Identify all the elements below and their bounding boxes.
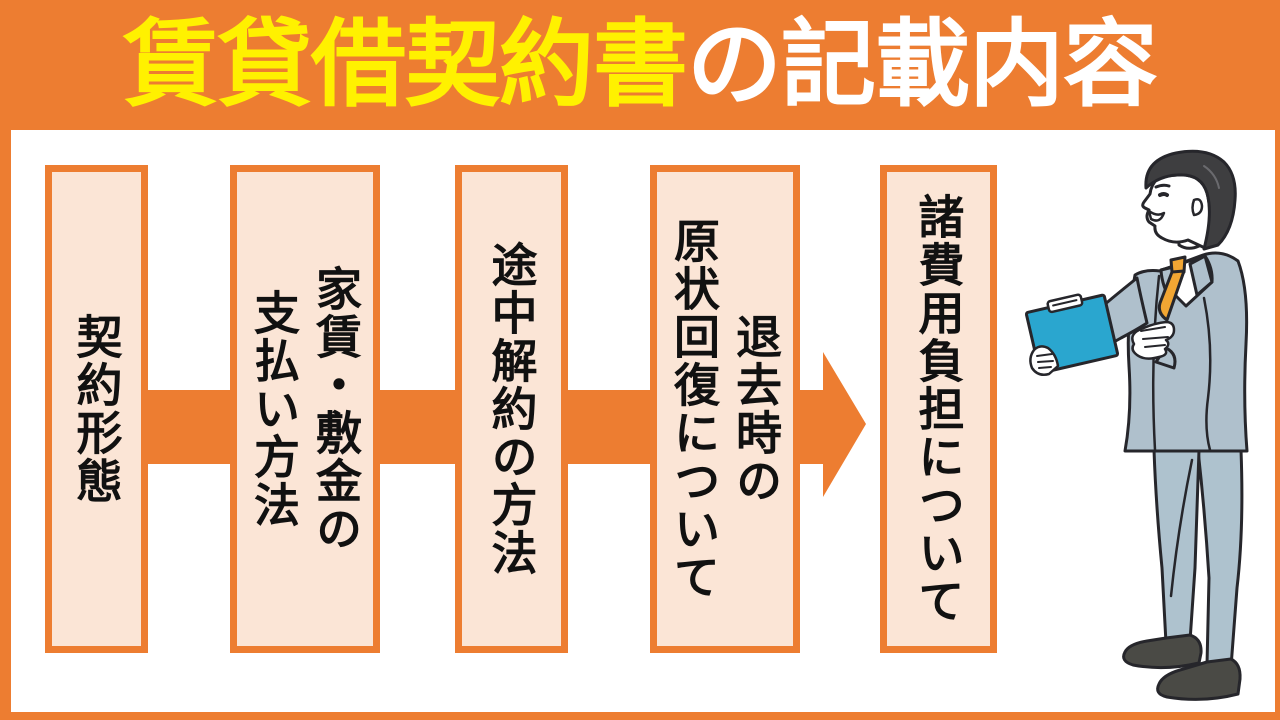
man-sleeve [1057,276,1149,366]
man-mouth [1147,209,1166,222]
man-back-leg [1196,448,1244,669]
man-hair-highlight [1203,165,1220,189]
man-left-hand [1131,320,1176,360]
man-ear [1191,198,1204,217]
man-left-hand-fingers [1140,326,1169,348]
clipboard-board [1024,293,1120,375]
flow-box-line: 原状回復について [668,217,720,601]
man-cuff [1154,346,1177,370]
man-tie-blade [1157,269,1186,322]
clipboard-clip [1046,293,1084,314]
header-banner: 賃貸借契約書の記載内容 [0,0,1280,130]
man-front-shoe [1122,633,1203,670]
flow-box-misc-cost-burden: 諸費用負担について [880,165,997,653]
man-tie-knot [1169,255,1187,274]
man-eye [1158,192,1169,197]
man-lapel-left [1159,263,1184,304]
man-back-shoe [1156,657,1242,701]
page-title: 賃貸借契約書の記載内容 [123,17,1158,113]
flow-box-text: 退去時の 原状回復について [663,172,787,646]
clipboard [1024,293,1120,375]
man-jacket [1123,251,1249,453]
flow-box-line: 支払い方法 [248,289,300,529]
man-shirt [1159,254,1214,308]
flow-box-text: 契約形態 [66,172,128,646]
man-jacket-seam [1151,274,1161,452]
man-eyebrow [1154,183,1171,189]
flow-box-line: 諸費用負担について [912,193,965,625]
flow-box-contract-type: 契約形態 [45,165,148,653]
page-title-rest: の記載内容 [687,11,1158,118]
man-right-hand [1029,345,1060,376]
flow-box-text: 諸費用負担について [908,172,970,646]
man-hair [1144,149,1237,251]
man-face [1141,173,1212,250]
man-trouser-crease [1169,458,1194,598]
man-lapel-right [1188,254,1214,297]
clipboard-clip-line [1052,299,1078,307]
man-jacket-arm-seam [1202,296,1212,452]
businessman-illustration [1024,149,1249,701]
flow-box-text: 家賃・敷金の 支払い方法 [243,172,367,646]
flow-box-line: 家賃・敷金の [310,265,362,553]
man-front-leg [1152,448,1201,645]
man-neck [1176,223,1201,250]
man-right-hand-fingers [1036,353,1054,369]
flow-box-line: 途中解約の方法 [485,241,538,577]
flow-box-line: 退去時の [730,313,782,505]
page-title-highlight: 賃貸借契約書 [122,11,688,118]
flow-box-mid-term-cancellation: 途中解約の方法 [455,165,568,653]
flow-box-restoration-at-moveout: 退去時の 原状回復について [650,165,800,653]
flow-box-text: 途中解約の方法 [481,172,543,646]
flow-box-line: 契約形態 [70,313,123,505]
flow-box-rent-deposit-payment: 家賃・敷金の 支払い方法 [230,165,380,653]
